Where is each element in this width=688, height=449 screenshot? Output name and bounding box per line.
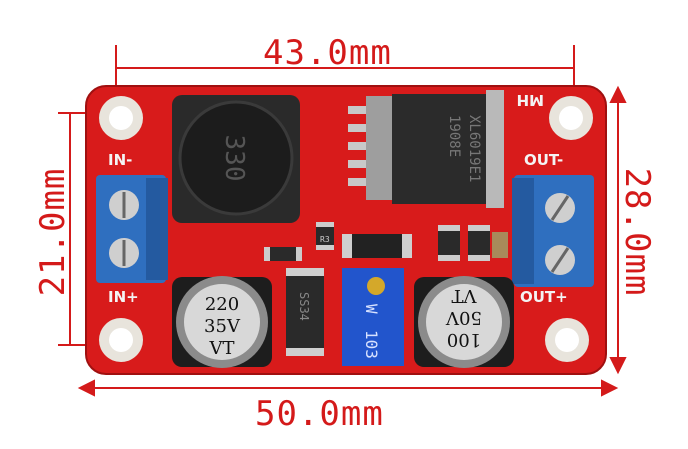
inductor: 330 <box>172 95 300 223</box>
cap-right-brand: VT <box>451 285 477 306</box>
output-terminal <box>512 175 594 287</box>
label-in-plus: IN+ <box>108 288 139 306</box>
ic-marking-2: 1908E <box>446 115 462 157</box>
cap-left-brand: VT <box>208 338 234 359</box>
capacitor-left: 220 35V VT <box>172 276 272 368</box>
potentiometer: 103 W <box>342 268 404 366</box>
label-out-plus: OUT+ <box>520 288 568 306</box>
corner-label: MH <box>517 91 544 109</box>
mounting-holes <box>99 96 593 362</box>
label-in-minus: IN- <box>108 151 132 169</box>
cap-right-voltage: 50V <box>445 307 482 328</box>
cap-right-value: 100 <box>447 329 481 350</box>
cap-left-voltage: 35V <box>204 316 241 337</box>
diode-code: SS34 <box>297 292 311 321</box>
smd-components: R3 <box>264 222 508 261</box>
schottky-diode: SS34 <box>286 268 324 356</box>
regulator-ic: XL6019E1 1908E <box>348 90 504 208</box>
dimension-left: 21.0mm <box>33 167 73 297</box>
inductor-code: 330 <box>219 135 249 182</box>
dimension-bottom: 50.0mm <box>255 394 384 434</box>
ic-marking-1: XL6019E1 <box>466 115 482 182</box>
label-out-minus: OUT- <box>524 151 563 169</box>
dimension-top: 43.0mm <box>263 33 392 73</box>
dimension-right: 28.0mm <box>617 167 657 297</box>
input-terminal <box>96 175 168 283</box>
dimension-lines <box>58 45 627 397</box>
capacitor-right: 100 50V VT <box>414 276 514 368</box>
cap-left-value: 220 <box>205 294 239 315</box>
pot-code: 103 <box>362 330 381 359</box>
pot-mark: W <box>362 304 381 314</box>
resistor-code: R3 <box>320 235 330 244</box>
